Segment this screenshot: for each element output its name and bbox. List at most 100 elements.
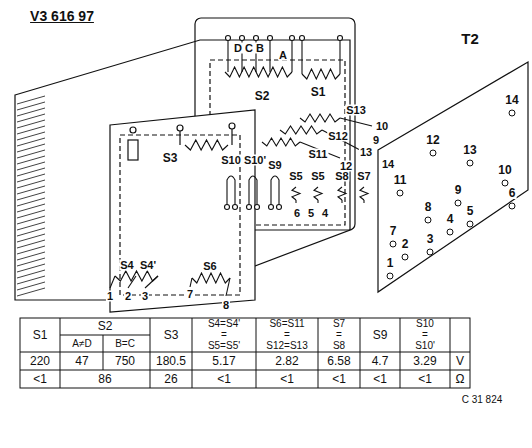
terminal xyxy=(229,123,235,129)
table-cell: B=C xyxy=(114,339,136,349)
table-cell: 2.82 xyxy=(274,355,299,367)
table-cell: S1 xyxy=(32,329,49,341)
lead xyxy=(231,129,232,145)
winding-coil xyxy=(115,271,158,281)
terminal xyxy=(300,36,305,41)
pin-hole xyxy=(502,180,508,186)
lead-wire xyxy=(226,278,230,296)
table-cell: Ω xyxy=(455,373,466,385)
lead-wire xyxy=(269,40,270,72)
winding-coil xyxy=(314,187,322,200)
winding-label: S1 xyxy=(310,86,327,98)
table-cell: = xyxy=(283,330,291,340)
table-cell: S2 xyxy=(97,320,114,332)
table-cell: S7 xyxy=(332,319,346,329)
pin-hole xyxy=(425,217,431,223)
table-cell: <1 xyxy=(331,373,347,385)
table-cell: S12=S13 xyxy=(265,341,308,351)
winding-label: S4' xyxy=(139,260,157,271)
circuit-board xyxy=(378,62,528,292)
lead-wire xyxy=(339,40,340,74)
terminal xyxy=(177,125,183,131)
pin-number: 11 xyxy=(393,174,408,186)
winding-label: B xyxy=(255,43,265,54)
table-cell: 86 xyxy=(97,373,112,385)
lead-wire xyxy=(301,40,302,74)
data-table xyxy=(20,318,470,388)
pin-number: 10 xyxy=(497,164,512,176)
pin-hole xyxy=(397,190,403,196)
winding-label: A xyxy=(278,50,288,61)
pin-number: 3 xyxy=(426,233,435,245)
winding-coil xyxy=(360,187,368,200)
winding-coil xyxy=(302,69,340,79)
pin-hole xyxy=(509,110,515,116)
hairpin-winding xyxy=(249,176,257,205)
winding-coil xyxy=(292,187,300,200)
winding-label: S12 xyxy=(327,131,349,142)
table-cell: 4.7 xyxy=(371,355,390,367)
table-cell: S10 xyxy=(415,319,435,329)
table-cell: 5.17 xyxy=(211,355,236,367)
winding-label: 9 xyxy=(372,135,380,146)
lead-wire xyxy=(291,40,292,72)
winding-label: S7 xyxy=(356,171,371,182)
winding-label: S10 xyxy=(220,155,242,166)
winding-label: 10 xyxy=(375,121,389,132)
winding-label: C xyxy=(244,43,254,54)
winding-coil xyxy=(280,126,322,134)
lead-wire xyxy=(128,276,136,288)
table-cell: 3.29 xyxy=(412,355,437,367)
winding-label: S4 xyxy=(119,260,134,271)
pin-number: 1 xyxy=(386,257,395,269)
pin-hole xyxy=(455,200,461,206)
table-cell: <1 xyxy=(216,373,232,385)
winding-label: S11 xyxy=(308,149,329,160)
lead-wire xyxy=(145,276,158,288)
pin-hole xyxy=(390,241,396,247)
hairpin-winding xyxy=(227,176,235,205)
terminal xyxy=(226,36,231,41)
pin-hole xyxy=(447,229,453,235)
part-label: T2 xyxy=(460,31,480,46)
pin-number: 6 xyxy=(508,187,517,199)
winding-label: 6 xyxy=(293,208,301,219)
winding-label: S5 xyxy=(288,171,303,182)
terminal xyxy=(254,36,259,41)
pin-number: 14 xyxy=(504,94,519,106)
figure-code: C 31 824 xyxy=(461,395,504,405)
terminal xyxy=(269,205,274,210)
lead-wire xyxy=(317,200,318,203)
table-cell: 220 xyxy=(29,355,51,367)
table-cell: V xyxy=(455,355,465,367)
terminal xyxy=(240,36,245,41)
lead-wire xyxy=(295,200,296,203)
terminal xyxy=(268,36,273,41)
winding-coil xyxy=(300,114,340,122)
winding-label: 4 xyxy=(321,208,329,219)
table-cell: <1 xyxy=(32,373,48,385)
terminal xyxy=(338,36,343,41)
table-cell: <1 xyxy=(279,373,295,385)
table-cell: <1 xyxy=(417,373,433,385)
winding-label: S13 xyxy=(345,105,367,116)
pin-hole xyxy=(467,160,473,166)
winding-coil xyxy=(262,138,300,146)
winding-label: 1 xyxy=(106,291,114,302)
pin-hole xyxy=(402,254,408,260)
winding-label: 5 xyxy=(307,208,315,219)
lamination-hatching xyxy=(17,96,45,296)
table-cell: S10' xyxy=(414,341,436,351)
table-cell: 26 xyxy=(163,373,178,385)
pin-number: 2 xyxy=(401,238,410,250)
front-flange xyxy=(110,110,255,312)
winding-label: S6 xyxy=(202,261,217,272)
winding-label: 3 xyxy=(141,291,149,302)
table-cell: 180.5 xyxy=(155,355,187,367)
drawing-number: V3 616 97 xyxy=(29,9,95,23)
winding-label: 2 xyxy=(124,291,132,302)
terminal xyxy=(290,36,295,41)
lead-wire xyxy=(341,200,342,203)
table-cell: 750 xyxy=(114,355,136,367)
